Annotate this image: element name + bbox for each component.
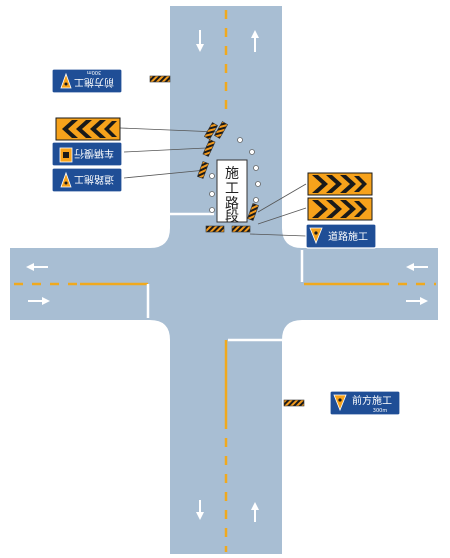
- sign-work-ahead-north: 前方施工 300m: [51, 68, 123, 94]
- road-work-east-text: 道路施工: [328, 230, 368, 243]
- arrow-up-icon: [251, 502, 259, 522]
- chevron-left-arrows-icon: [62, 120, 117, 138]
- road-worker-icon: [309, 227, 323, 245]
- sign-road-work-east: 道路施工: [305, 223, 377, 249]
- arrow-left-icon: [406, 263, 428, 271]
- barrier-top-taper-2: [213, 121, 229, 139]
- barrier-top-taper-4: [197, 161, 209, 179]
- chevron-right-arrows-icon: [312, 200, 367, 218]
- work-zone-char-1: 施: [225, 166, 239, 182]
- sign-work-ahead-south: 前方施工 300m: [329, 390, 401, 416]
- slow-vehicle-icon: [59, 147, 73, 163]
- arrow-up-icon: [251, 30, 259, 52]
- chevron-board-east-1: [307, 172, 373, 196]
- lane-arrows: [26, 30, 428, 522]
- work-zone-char-4: 段: [225, 209, 239, 225]
- barriers: [149, 75, 305, 407]
- road-worker-icon: [60, 171, 72, 188]
- barrier-south-2: [231, 225, 251, 233]
- road-worker-icon: [60, 72, 72, 89]
- barrier-right-taper: [247, 203, 259, 221]
- arrow-down-icon: [196, 30, 204, 52]
- road-worker-icon: [333, 394, 347, 412]
- road-work-west-text: 道路施工: [74, 173, 114, 186]
- chevron-board-east-2: [307, 197, 373, 221]
- barrier-top-taper-3: [202, 139, 216, 157]
- barrier-north: [149, 75, 171, 83]
- barrier-top-taper-1: [203, 122, 219, 140]
- stop-lines: [146, 212, 304, 342]
- work-ahead-south-distance: 300m: [373, 408, 388, 414]
- arrow-right-icon: [406, 297, 428, 305]
- work-zone-box: [216, 159, 248, 223]
- slow-vehicles-text: 车辆慢行: [74, 147, 114, 160]
- work-ahead-south-text: 前方施工: [352, 394, 392, 407]
- work-zone-char-3: 路: [225, 196, 239, 212]
- work-ahead-north-distance: 300m: [87, 69, 102, 75]
- arrow-left-icon: [26, 263, 48, 271]
- chevron-right-arrows-icon: [312, 175, 367, 193]
- sign-slow-vehicles: 车辆慢行: [51, 141, 123, 167]
- work-ahead-north-text: 前方施工: [74, 76, 114, 89]
- barrier-south-1: [205, 225, 225, 233]
- arrow-right-icon: [28, 297, 50, 305]
- arrow-down-icon: [196, 500, 204, 520]
- work-zone: 施 工 路 段: [216, 159, 248, 225]
- barrier-southeast: [283, 399, 305, 407]
- work-zone-char-2: 工: [225, 181, 239, 197]
- leader-lines: [119, 127, 307, 237]
- chevron-board-west: [55, 117, 121, 141]
- sign-road-work-west: 道路施工: [51, 167, 123, 193]
- traffic-cones: [209, 137, 261, 213]
